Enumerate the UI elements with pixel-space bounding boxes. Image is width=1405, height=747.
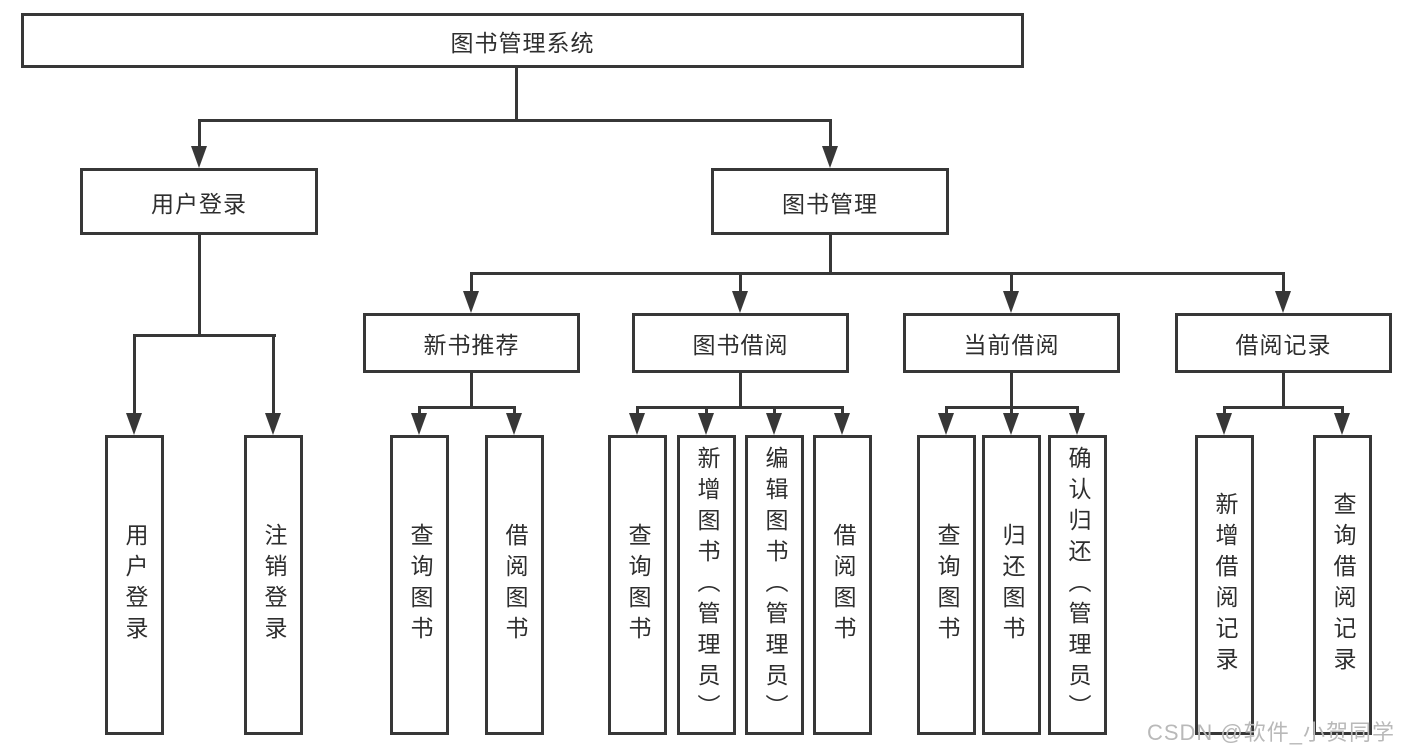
connector-userlogin-drop-1 xyxy=(133,334,136,416)
arrowhead-confirm-return xyxy=(1069,413,1085,435)
node-book-borrow: 图书借阅 xyxy=(632,313,849,373)
leaf-edit-book-admin-label: 编辑图书（管理员） xyxy=(762,445,788,725)
connector-record-drop-1 xyxy=(1223,406,1226,416)
connector-current-stem xyxy=(1010,371,1013,408)
connector-bookmgmt-drop-3 xyxy=(1010,272,1013,297)
node-borrow-record: 借阅记录 xyxy=(1175,313,1392,373)
connector-borrow-drop-1 xyxy=(636,406,639,416)
leaf-confirm-return-admin-label: 确认归还（管理员） xyxy=(1065,445,1091,725)
leaf-recommend-query-book-label: 查询图书 xyxy=(407,523,433,647)
arrowhead-add-record xyxy=(1216,413,1232,435)
leaf-user-login-label: 用户登录 xyxy=(122,523,148,647)
connector-record-stem xyxy=(1282,371,1285,408)
connector-userlogin-drop-2 xyxy=(272,334,275,416)
leaf-logout-label: 注销登录 xyxy=(261,523,287,647)
leaf-recommend-query-book: 查询图书 xyxy=(390,435,449,735)
leaf-confirm-return-admin: 确认归还（管理员） xyxy=(1048,435,1107,735)
connector-bookmgmt-bar xyxy=(470,272,1284,275)
connector-borrow-bar xyxy=(636,406,844,409)
leaf-recommend-borrow-book-label: 借阅图书 xyxy=(502,523,528,647)
arrowhead-leaf-logout xyxy=(265,413,281,435)
connector-recommend-drop-2 xyxy=(513,406,516,416)
leaf-current-query-book-label: 查询图书 xyxy=(934,523,960,647)
leaf-add-borrow-record: 新增借阅记录 xyxy=(1195,435,1254,735)
connector-root-drop-right xyxy=(829,119,832,149)
leaf-return-book-label: 归还图书 xyxy=(999,523,1025,647)
connector-userlogin-bar xyxy=(133,334,276,337)
arrowhead-return-book xyxy=(1003,413,1019,435)
leaf-logout: 注销登录 xyxy=(244,435,303,735)
leaf-recommend-borrow-book: 借阅图书 xyxy=(485,435,544,735)
node-current-borrow: 当前借阅 xyxy=(903,313,1120,373)
leaf-add-borrow-record-label: 新增借阅记录 xyxy=(1212,492,1238,678)
connector-current-drop-1 xyxy=(945,406,948,416)
arrowhead-current-borrow xyxy=(1003,291,1019,313)
arrowhead-recommend-query xyxy=(411,413,427,435)
connector-bookmgmt-drop-4 xyxy=(1282,272,1285,297)
leaf-return-book: 归还图书 xyxy=(982,435,1041,735)
leaf-edit-book-admin: 编辑图书（管理员） xyxy=(745,435,804,735)
node-root-label: 图书管理系统 xyxy=(450,29,595,56)
arrowhead-user-login xyxy=(191,146,207,168)
node-user-login-label: 用户登录 xyxy=(151,190,247,217)
leaf-current-query-book: 查询图书 xyxy=(917,435,976,735)
node-new-book-recommend: 新书推荐 xyxy=(363,313,580,373)
arrowhead-borrow-record xyxy=(1275,291,1291,313)
connector-borrow-stem xyxy=(739,371,742,408)
leaf-add-book-admin: 新增图书（管理员） xyxy=(677,435,736,735)
node-book-management-label: 图书管理 xyxy=(782,190,878,217)
arrowhead-query-record xyxy=(1334,413,1350,435)
arrowhead-current-query xyxy=(938,413,954,435)
connector-bookmgmt-drop-1 xyxy=(470,272,473,297)
connector-recommend-stem xyxy=(470,371,473,408)
connector-current-drop-2 xyxy=(1010,406,1013,416)
leaf-borrow-query-book-label: 查询图书 xyxy=(625,523,651,647)
leaf-add-book-admin-label: 新增图书（管理员） xyxy=(694,445,720,725)
arrowhead-edit-book xyxy=(766,413,782,435)
arrowhead-recommend-borrow xyxy=(506,413,522,435)
leaf-borrow-book-label: 借阅图书 xyxy=(830,523,856,647)
csdn-watermark: CSDN @软件_小贺同学 xyxy=(1146,720,1395,745)
connector-root-stem xyxy=(515,66,518,120)
connector-bookmgmt-drop-2 xyxy=(739,272,742,297)
arrowhead-add-book xyxy=(698,413,714,435)
leaf-query-borrow-record-label: 查询借阅记录 xyxy=(1330,492,1356,678)
connector-borrow-drop-4 xyxy=(841,406,844,416)
connector-borrow-drop-2 xyxy=(705,406,708,416)
connector-root-bar xyxy=(198,119,832,122)
connector-userlogin-stem xyxy=(198,233,201,336)
arrowhead-new-book-recommend xyxy=(463,291,479,313)
leaf-user-login: 用户登录 xyxy=(105,435,164,735)
connector-current-drop-3 xyxy=(1076,406,1079,416)
connector-bookmgmt-stem xyxy=(829,233,832,275)
arrowhead-borrow-book xyxy=(834,413,850,435)
arrowhead-borrow-query xyxy=(629,413,645,435)
connector-recommend-drop-1 xyxy=(418,406,421,416)
arrowhead-leaf-user-login xyxy=(126,413,142,435)
node-current-borrow-label: 当前借阅 xyxy=(963,332,1060,358)
node-borrow-record-label: 借阅记录 xyxy=(1235,332,1332,358)
arrowhead-book-management xyxy=(822,146,838,168)
node-book-borrow-label: 图书借阅 xyxy=(692,332,789,358)
connector-root-drop-left xyxy=(198,119,201,149)
node-book-management: 图书管理 xyxy=(711,168,949,235)
leaf-borrow-book: 借阅图书 xyxy=(813,435,872,735)
connector-recommend-bar xyxy=(418,406,516,409)
node-root: 图书管理系统 xyxy=(21,13,1024,68)
arrowhead-book-borrow xyxy=(732,291,748,313)
node-new-book-recommend-label: 新书推荐 xyxy=(423,332,520,358)
connector-borrow-drop-3 xyxy=(773,406,776,416)
connector-record-drop-2 xyxy=(1341,406,1344,416)
leaf-borrow-query-book: 查询图书 xyxy=(608,435,667,735)
leaf-query-borrow-record: 查询借阅记录 xyxy=(1313,435,1372,735)
connector-record-bar xyxy=(1223,406,1343,409)
node-user-login: 用户登录 xyxy=(80,168,318,235)
